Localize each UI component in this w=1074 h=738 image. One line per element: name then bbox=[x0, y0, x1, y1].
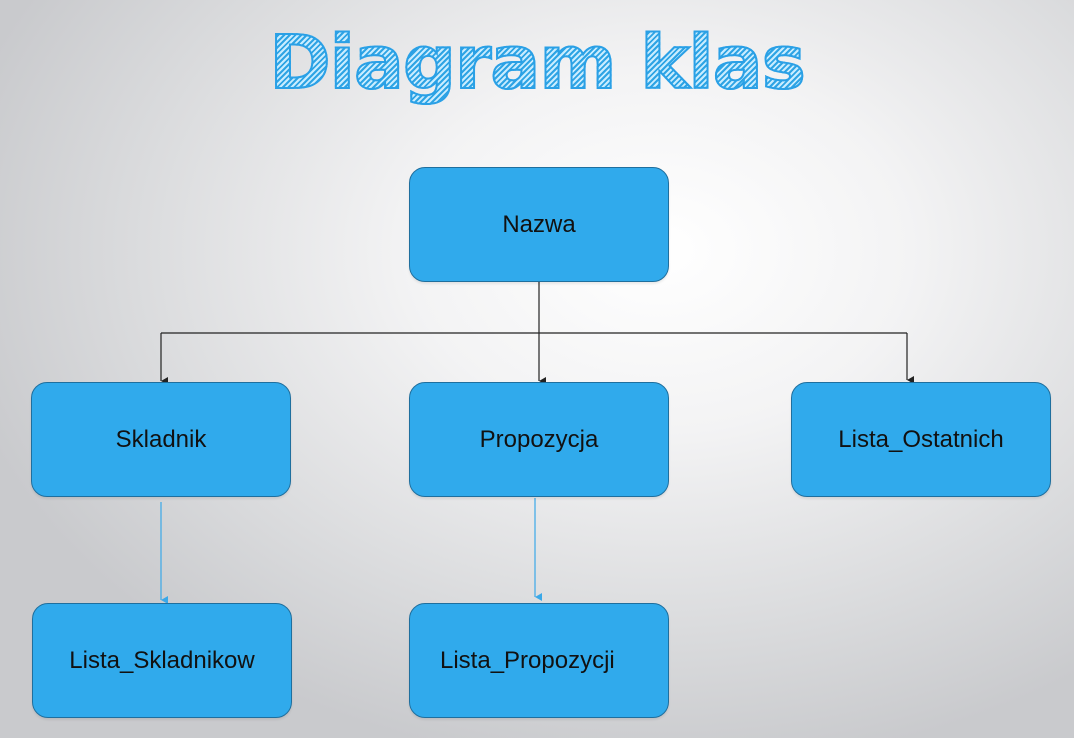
node-lista-skladnikow-label: Lista_Skladnikow bbox=[69, 646, 255, 674]
node-skladnik: Skladnik bbox=[31, 382, 291, 497]
node-skladnik-label: Skladnik bbox=[115, 425, 207, 453]
title-area: Diagram klas bbox=[0, 0, 1074, 120]
node-lista-propozycji: Lista_Propozycji bbox=[409, 603, 669, 718]
node-propozycja-label: Propozycja bbox=[479, 425, 599, 453]
node-nazwa: Nazwa bbox=[409, 167, 669, 282]
node-lista-ostatnich-label: Lista_Ostatnich bbox=[838, 425, 1004, 453]
node-lista-propozycji-label: Lista_Propozycji bbox=[440, 646, 615, 674]
node-nazwa-label: Nazwa bbox=[502, 210, 576, 238]
node-propozycja: Propozycja bbox=[409, 382, 669, 497]
slide-title: Diagram klas bbox=[0, 18, 1074, 108]
node-lista-ostatnich: Lista_Ostatnich bbox=[791, 382, 1051, 497]
node-lista-skladnikow: Lista_Skladnikow bbox=[32, 603, 292, 718]
